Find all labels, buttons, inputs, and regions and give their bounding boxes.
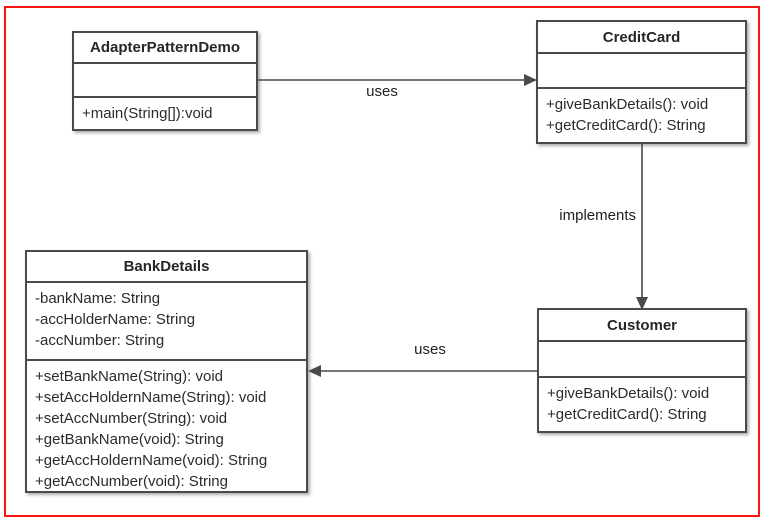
member-line: -bankName: String — [35, 290, 161, 307]
class-adapterpatterndemo: AdapterPatternDemo +main(String[]):void — [72, 31, 258, 131]
class-methods: +giveBankDetails(): void +getCreditCard()… — [539, 378, 745, 431]
member-line: -accNumber: String — [35, 332, 165, 349]
member-line: -accHolderName: String — [35, 311, 196, 328]
class-bankdetails: BankDetails -bankName: String -accHolderN… — [25, 250, 308, 493]
class-methods: +main(String[]):void — [74, 98, 256, 129]
member-line: +getCreditCard(): String — [547, 406, 707, 423]
class-methods: +giveBankDetails(): void +getCreditCard()… — [538, 89, 745, 142]
member-line: +getAccHoldernName(void): String — [35, 452, 268, 469]
class-title: CreditCard — [538, 22, 745, 54]
member-line: +getAccNumber(void): String — [35, 473, 228, 490]
class-attributes — [74, 64, 256, 98]
relationship-label-uses-top: uses — [366, 83, 398, 100]
member-line: +setAccHoldernName(String): void — [35, 389, 267, 406]
class-title: BankDetails — [27, 252, 306, 283]
member-line: +getCreditCard(): String — [546, 117, 706, 134]
class-attributes — [538, 54, 745, 89]
class-title: Customer — [539, 310, 745, 342]
relationship-label-uses-bottom: uses — [414, 341, 446, 358]
arrow-implements — [636, 144, 648, 310]
class-attributes: -bankName: String -accHolderName: String -… — [27, 283, 306, 361]
member-line: +setAccNumber(String): void — [35, 410, 228, 427]
member-line: +getBankName(void): String — [35, 431, 224, 448]
class-creditcard: CreditCard +giveBankDetails(): void +getC… — [536, 20, 747, 144]
member-line: +giveBankDetails(): void — [546, 96, 709, 113]
class-attributes — [539, 342, 745, 378]
class-customer: Customer +giveBankDetails(): void +getCre… — [537, 308, 747, 433]
relationship-label-implements: implements — [559, 207, 636, 224]
class-title: AdapterPatternDemo — [74, 33, 256, 64]
member-line: +giveBankDetails(): void — [547, 385, 710, 402]
arrow-uses-bottom — [308, 365, 537, 377]
class-methods: +setBankName(String): void +setAccHoldern… — [27, 361, 306, 496]
member-line: +setBankName(String): void — [35, 368, 223, 385]
arrow-uses-top — [258, 74, 537, 86]
member-line: +main(String[]):void — [82, 105, 213, 122]
